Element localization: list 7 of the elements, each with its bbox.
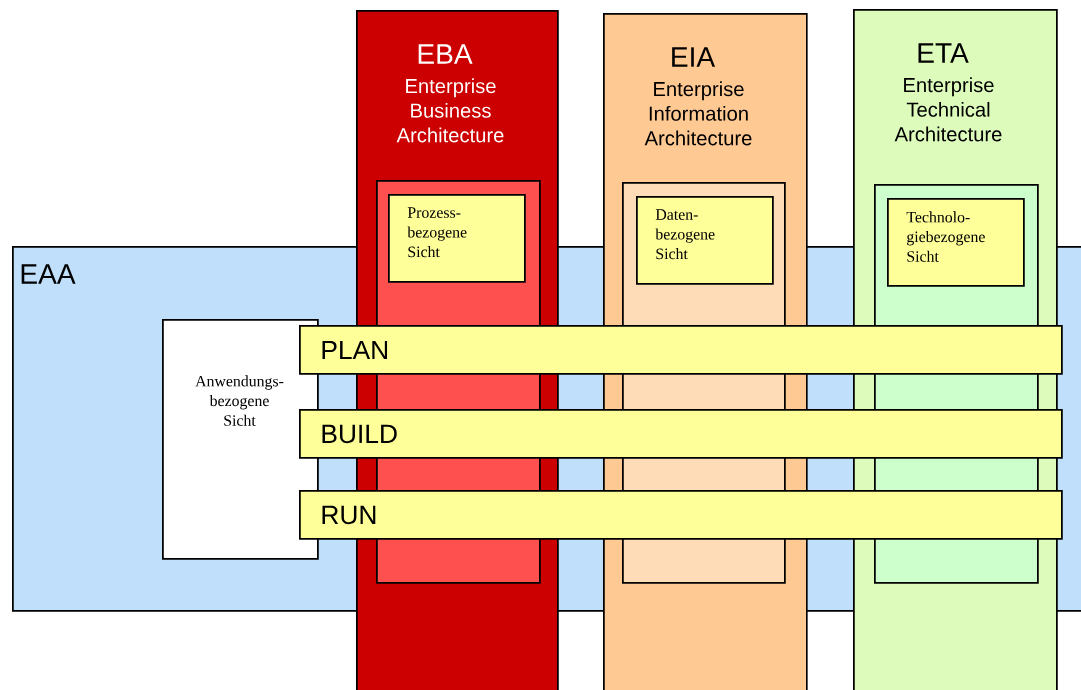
view-box: Prozess- bezogene Sicht <box>388 194 526 283</box>
phase-bar: PLAN <box>299 325 1063 375</box>
phase-bar: RUN <box>299 490 1063 540</box>
view-box: Daten- bezogene Sicht <box>636 196 774 285</box>
view-box: Anwendungs- bezogene Sicht <box>162 319 319 560</box>
view-box: Technolo- giebezogene Sicht <box>887 198 1025 287</box>
phase-bar: BUILD <box>299 409 1063 459</box>
